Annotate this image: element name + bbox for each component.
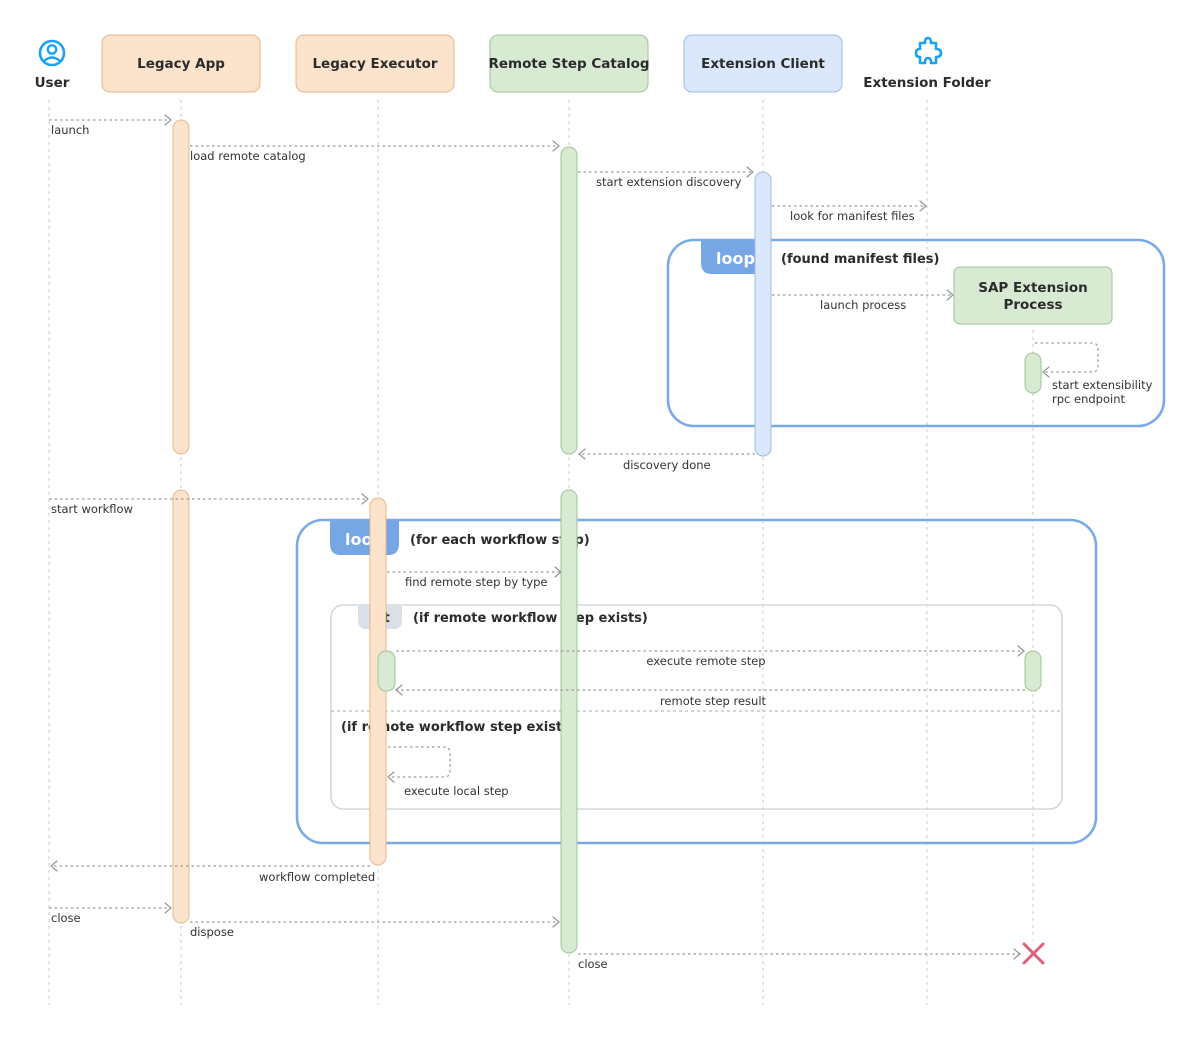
message-close-label: close — [51, 911, 81, 925]
loop-condition-workflow: (for each workflow step) — [410, 533, 590, 548]
arrowhead — [50, 860, 58, 872]
message-start-extensibility-arrow — [1035, 342, 1099, 373]
message-close-catalog-label: close — [578, 957, 608, 971]
arrowhead — [552, 916, 560, 928]
actor-legacy-app-box — [101, 34, 261, 93]
actor-extension-folder-label: Extension Folder — [863, 75, 991, 91]
alt-condition: (if remote workflow step exists) — [413, 611, 648, 626]
actor-remote-step-catalog-box — [489, 34, 649, 93]
message-find-remote-step-label: find remote step by type — [405, 575, 548, 589]
actor-sap-extension-process-label-1: SAP Extension — [978, 280, 1087, 296]
message-look-for-manifest-label: look for manifest files — [790, 209, 915, 223]
loop-tag-discovery-label: loop — [716, 249, 755, 268]
alt-frame — [330, 604, 1063, 810]
message-start-extensibility-label-2: rpc endpoint — [1052, 392, 1125, 406]
user-icon — [38, 39, 66, 67]
message-remote-step-result-label: remote step result — [660, 694, 767, 708]
message-launch-label: launch — [51, 123, 89, 137]
message-start-extension-discovery-label: start extension discovery — [596, 175, 742, 189]
puzzle-icon — [914, 36, 943, 65]
arrowhead — [946, 289, 954, 301]
arrowhead — [554, 566, 562, 578]
actor-sap-extension-process-box — [953, 266, 1113, 325]
message-load-remote-catalog-label: load remote catalog — [190, 149, 306, 163]
activation-legacy-app-1 — [172, 119, 190, 455]
message-execute-local-step-arrow — [388, 746, 451, 778]
actor-sap-extension-process-label-2: Process — [1003, 297, 1062, 313]
arrowhead — [387, 771, 395, 783]
activation-legacy-app-2 — [172, 489, 190, 924]
x-mark-icon — [1022, 942, 1045, 965]
message-execute-remote-step-label: execute remote step — [646, 654, 765, 668]
message-start-workflow-label: start workflow — [51, 502, 133, 516]
arrowhead — [164, 902, 172, 914]
activation-catalog-1 — [560, 146, 578, 455]
arrowhead — [1042, 366, 1050, 378]
loop-tag-discovery — [701, 241, 770, 274]
arrowhead — [361, 493, 369, 505]
alt-else-condition: (if remote workflow step exists) — [341, 720, 576, 735]
arrowhead — [552, 140, 560, 152]
loop-condition-discovery: (found manifest files) — [781, 252, 939, 267]
arrowhead — [578, 448, 586, 460]
message-dispose-label: dispose — [190, 925, 234, 939]
loop-frame-workflow — [295, 518, 1098, 845]
message-execute-local-step-label: execute local step — [404, 784, 509, 798]
activation-extension-client — [754, 171, 772, 457]
arrowhead — [1017, 645, 1025, 657]
actor-extension-client-label: Extension Client — [701, 56, 825, 72]
arrowhead — [1013, 948, 1021, 960]
message-launch-process-label: launch process — [820, 298, 906, 312]
actor-extension-client-box — [683, 34, 843, 93]
activation-executor-remote — [377, 650, 396, 692]
message-discovery-done-label: discovery done — [623, 458, 711, 472]
arrowhead — [395, 684, 403, 696]
arrowhead — [164, 114, 172, 126]
actor-legacy-app-label: Legacy App — [137, 56, 225, 72]
arrowhead — [746, 166, 754, 178]
loop-frame-discovery — [666, 238, 1166, 428]
message-start-extensibility-label-1: start extensibility — [1052, 378, 1153, 392]
activation-sap-process-1 — [1024, 352, 1042, 394]
message-workflow-completed-label: workflow completed — [259, 870, 375, 884]
actor-legacy-executor-box — [295, 34, 455, 93]
actor-remote-step-catalog-label: Remote Step Catalog — [488, 56, 649, 72]
activation-sap-process-2 — [1024, 650, 1042, 692]
arrowhead — [919, 200, 927, 212]
actor-user-label: User — [35, 75, 70, 91]
activation-catalog-2 — [560, 489, 578, 954]
actor-legacy-executor-label: Legacy Executor — [312, 56, 437, 72]
